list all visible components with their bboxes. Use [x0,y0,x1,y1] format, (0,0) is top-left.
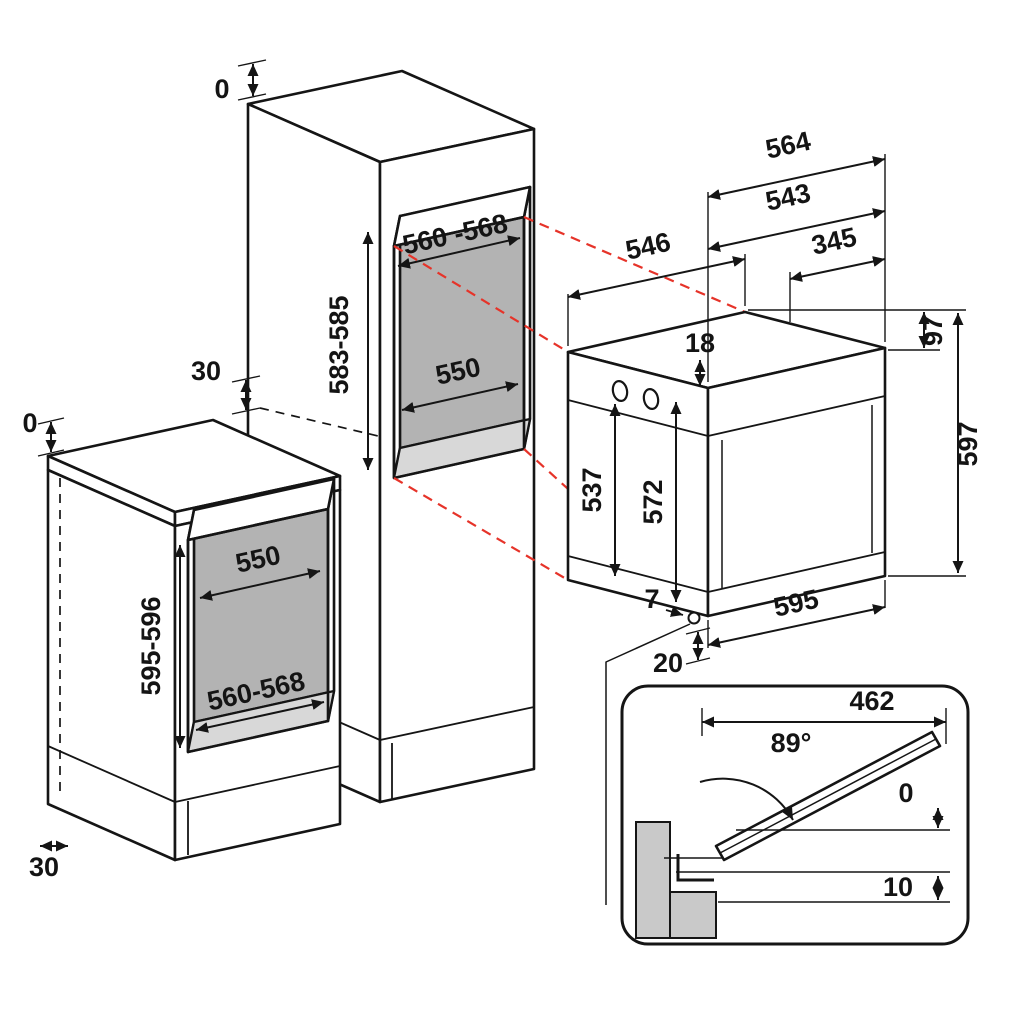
detail-callout-point [687,611,701,625]
oven-knob-right [642,388,660,410]
dim-oven-depth-564: 564 [763,126,813,165]
oven: 546 543 564 345 18 97 597 537 572 595 [566,126,983,678]
base-niche-frame [186,507,330,754]
dim-oven-panel-97: 97 [918,316,948,346]
door-angle-arc [699,777,794,821]
dim-oven-offset-7: 7 [644,584,659,614]
dim-base-niche-height: 595-596 [136,596,166,695]
cabinet-section-horizontal [669,891,717,939]
cabinet-section-vertical [635,821,671,939]
oven-knob-left [611,380,629,402]
detail-connector-line [605,623,691,905]
dim-tall-top-gap: 0 [214,74,229,104]
dim-door-gap-10: 10 [883,872,913,902]
dim-base-top-gap: 0 [22,408,37,438]
oven-front-face [706,346,887,618]
dim-door-projection-462: 462 [849,686,894,716]
dim-tall-side-clearance: 30 [191,356,221,386]
dim-oven-height-597: 597 [953,421,983,466]
dim-oven-depth-546: 546 [623,227,673,266]
dim-door-angle: 89° [771,728,812,758]
dim-tall-niche-height: 583-585 [324,295,354,394]
door-detail-inset: 462 89° 0 10 [605,623,970,946]
dim-door-gap-0: 0 [898,778,913,808]
dim-oven-gap-18: 18 [685,328,715,358]
dim-oven-height-572: 572 [638,479,668,524]
dim-base-plinth-recess: 30 [29,852,59,882]
oven-corner-section [676,854,714,882]
dim-oven-plinth-20: 20 [653,648,683,678]
dim-oven-height-537: 537 [577,467,607,512]
dim-oven-depth-345: 345 [809,222,859,261]
base-cabinet: 0 550 595-596 560-568 30 [22,408,342,882]
